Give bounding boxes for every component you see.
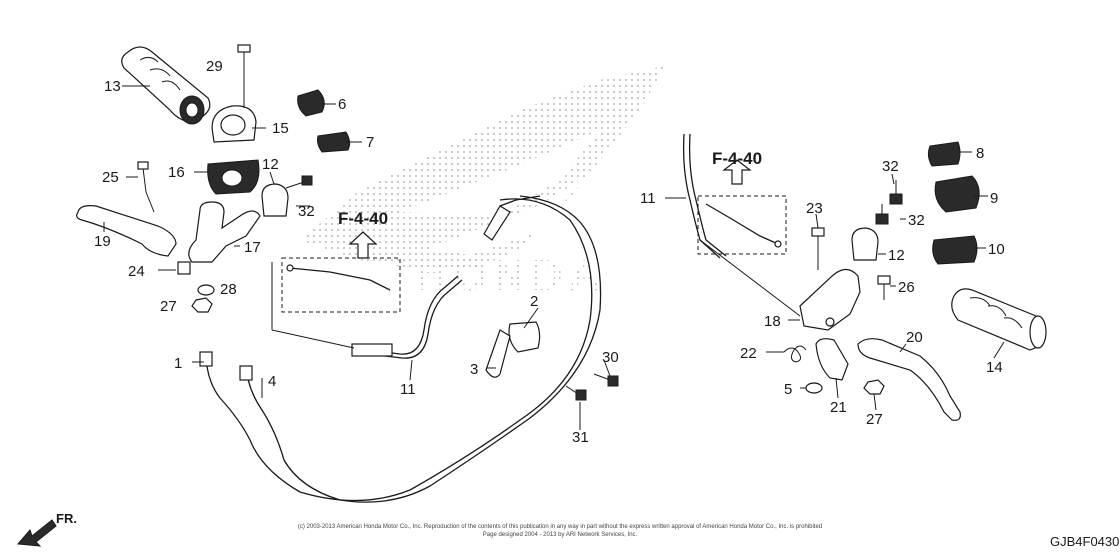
direction-label: FR. bbox=[56, 511, 77, 526]
part-12-clamp-right bbox=[851, 227, 879, 261]
part-16-holder-lower bbox=[207, 159, 260, 195]
label-5: 5 bbox=[784, 381, 792, 398]
label-29: 29 bbox=[206, 58, 223, 75]
label-11-right: 11 bbox=[640, 190, 656, 207]
label-30: 30 bbox=[602, 349, 619, 366]
label-28: 28 bbox=[220, 281, 237, 298]
part-26-bolt bbox=[877, 275, 891, 300]
label-12-right: 12 bbox=[888, 247, 905, 264]
part-32-bolt-left bbox=[285, 175, 313, 189]
part-13-grip bbox=[121, 46, 211, 125]
label-26: 26 bbox=[898, 279, 915, 296]
label-14: 14 bbox=[986, 359, 1003, 376]
label-22: 22 bbox=[740, 345, 757, 362]
label-21: 21 bbox=[830, 399, 847, 416]
part-12-clamp-left bbox=[261, 183, 289, 217]
label-16: 16 bbox=[168, 164, 185, 181]
part-25-bolt bbox=[137, 161, 149, 193]
copyright-line-1: (c) 2003-2013 American Honda Motor Co., … bbox=[298, 524, 822, 530]
part-30-bolt bbox=[593, 373, 619, 387]
label-8: 8 bbox=[976, 145, 984, 162]
part-22-spring bbox=[783, 345, 807, 363]
label-2: 2 bbox=[530, 293, 538, 310]
leader-lines bbox=[103, 78, 1005, 430]
part-9-switch bbox=[934, 175, 980, 213]
copyright-line-2: Page designed 2004 - 2013 by ARI Network… bbox=[483, 532, 638, 538]
part-17-master-cylinder bbox=[188, 201, 261, 263]
label-32-right-upper: 32 bbox=[882, 158, 899, 175]
part-3-bracket bbox=[485, 329, 511, 378]
label-27-right: 27 bbox=[866, 411, 883, 428]
honda-wing-watermark: HONDA bbox=[300, 66, 665, 300]
part-labels: 13 29 15 16 6 7 12 32 25 17 19 24 28 27 … bbox=[94, 58, 1005, 446]
honda-logo-text: HONDA bbox=[415, 251, 606, 300]
part-6-switch bbox=[297, 89, 325, 117]
part-23-pin bbox=[811, 227, 825, 270]
diagram-code: GJB4F0430 bbox=[1050, 534, 1119, 549]
label-12-left: 12 bbox=[262, 156, 279, 173]
label-1: 1 bbox=[174, 355, 182, 372]
part-11-wire-left bbox=[271, 262, 463, 359]
part-19-lever bbox=[76, 205, 177, 257]
part-18-lever-bracket bbox=[799, 268, 861, 331]
part-2-cable-guide bbox=[508, 321, 541, 353]
ref-arrow-left bbox=[348, 231, 378, 259]
label-17: 17 bbox=[244, 239, 261, 256]
part-7-switch bbox=[317, 131, 351, 153]
part-29-screw bbox=[237, 44, 251, 78]
part-24-screw bbox=[177, 261, 191, 275]
part-32-bolt-right-lower bbox=[875, 204, 889, 225]
part-5-screw bbox=[805, 382, 823, 394]
ref-box-left bbox=[281, 257, 401, 313]
ref-arrow-right bbox=[722, 159, 752, 185]
part-27-nut-right bbox=[863, 379, 885, 395]
part-15-holder-upper bbox=[211, 105, 257, 143]
label-3: 3 bbox=[470, 361, 478, 378]
label-19: 19 bbox=[94, 233, 111, 250]
label-7: 7 bbox=[366, 134, 374, 151]
label-9: 9 bbox=[990, 190, 998, 207]
part-4-throttle-cable bbox=[239, 195, 602, 503]
label-23: 23 bbox=[806, 200, 823, 217]
watermark-text: HONDA bbox=[415, 251, 606, 300]
part-27-nut-left bbox=[191, 297, 213, 313]
label-15: 15 bbox=[272, 120, 289, 137]
label-31: 31 bbox=[572, 429, 589, 446]
part-8-switch bbox=[927, 141, 961, 167]
label-4: 4 bbox=[268, 373, 276, 390]
ref-label-left: F-4-40 bbox=[338, 209, 388, 228]
label-6: 6 bbox=[338, 96, 346, 113]
label-32-left: 32 bbox=[298, 203, 315, 220]
part-31-bolt bbox=[565, 385, 587, 401]
label-18: 18 bbox=[764, 313, 781, 330]
part-14-grip bbox=[951, 288, 1047, 351]
label-11-left: 11 bbox=[400, 381, 416, 398]
part-10-switch bbox=[932, 235, 978, 265]
front-direction-indicator: FR. bbox=[16, 511, 77, 547]
part-21-switch bbox=[815, 338, 849, 381]
part-28-washer bbox=[197, 284, 215, 296]
label-20: 20 bbox=[906, 329, 923, 346]
label-10: 10 bbox=[988, 241, 1005, 258]
ref-label-right: F-4-40 bbox=[712, 149, 762, 168]
part-32-bolt-right-upper bbox=[889, 180, 903, 205]
clutch-switch bbox=[483, 195, 541, 241]
part-20-lever bbox=[857, 338, 961, 421]
label-24: 24 bbox=[128, 263, 145, 280]
label-25: 25 bbox=[102, 169, 119, 186]
label-13: 13 bbox=[104, 78, 121, 95]
label-27-left: 27 bbox=[160, 298, 177, 315]
label-32-right-lower: 32 bbox=[908, 212, 925, 229]
ref-box-right bbox=[697, 195, 787, 255]
cable-detail-right bbox=[705, 203, 782, 248]
cable-detail-left bbox=[286, 264, 391, 291]
